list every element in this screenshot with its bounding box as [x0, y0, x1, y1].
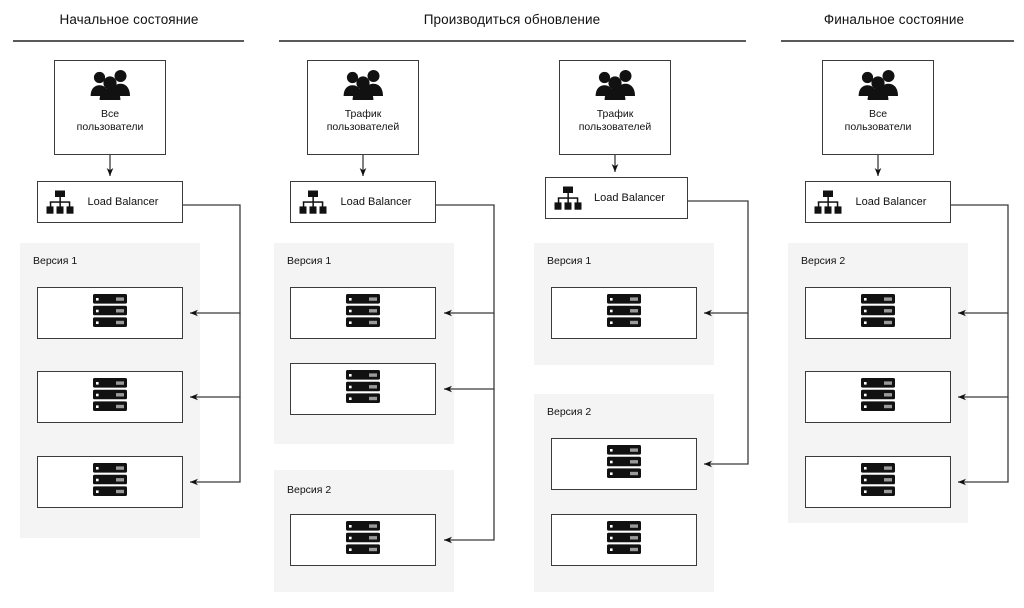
server-stack-icon [607, 521, 641, 559]
server-node-c4-g0-0[interactable] [805, 287, 951, 339]
users-node-update-b[interactable]: Трафик пользователей [559, 60, 671, 155]
load-balancer-label: Load Balancer [855, 196, 927, 208]
server-node-c2-g0-1[interactable] [290, 363, 436, 415]
server-stack-icon [861, 463, 895, 501]
load-balancer-icon [554, 186, 582, 211]
load-balancer-icon [299, 190, 327, 215]
version-group-label-c1-g0: Версия 1 [33, 255, 78, 267]
version-group-label-c2-g0: Версия 1 [287, 255, 332, 267]
server-stack-icon [861, 294, 895, 332]
users-node-update-a[interactable]: Трафик пользователей [307, 60, 419, 155]
load-balancer-node-initial-state[interactable]: Load Balancer [37, 181, 183, 223]
users-label-line1: Трафик [596, 108, 634, 120]
users-group-icon [89, 70, 131, 105]
server-node-c4-g0-1[interactable] [805, 371, 951, 423]
server-stack-icon [607, 294, 641, 332]
server-stack-icon [346, 521, 380, 559]
load-balancer-node-update-b[interactable]: Load Balancer [545, 177, 688, 219]
users-node-label: Все пользователи [77, 108, 144, 133]
version-group-label-c2-g1: Версия 2 [287, 484, 332, 496]
users-label-line1: Все [868, 108, 888, 120]
server-node-c3-g1-0[interactable] [551, 438, 697, 490]
users-group-icon [594, 70, 636, 105]
users-node-initial-state[interactable]: Все пользователи [54, 60, 166, 155]
server-stack-icon [607, 445, 641, 483]
users-label-line1: Трафик [344, 108, 382, 120]
users-label-line2: пользователи [76, 120, 144, 133]
server-stack-icon [346, 370, 380, 408]
users-node-label: Трафик пользователей [579, 108, 652, 133]
load-balancer-icon [814, 190, 842, 215]
users-group-icon [857, 70, 899, 105]
load-balancer-label: Load Balancer [87, 196, 159, 208]
column-title-update-in-progress: Производиться обновление [423, 12, 601, 27]
server-stack-icon [93, 294, 127, 332]
version-group-label-c4-g0: Версия 2 [801, 255, 846, 267]
version-group-label-c3-g0: Версия 1 [547, 255, 592, 267]
server-stack-icon [346, 294, 380, 332]
users-label-line2: пользователи [844, 120, 912, 133]
load-balancer-node-update-a[interactable]: Load Balancer [290, 181, 436, 223]
load-balancer-label: Load Balancer [594, 192, 665, 204]
server-node-c2-g0-0[interactable] [290, 287, 436, 339]
server-node-c1-g0-0[interactable] [37, 287, 183, 339]
column-title-final-state: Финальное состояние [823, 12, 965, 27]
server-node-c1-g0-1[interactable] [37, 371, 183, 423]
server-node-c4-g0-2[interactable] [805, 456, 951, 508]
column-rule-initial-state [13, 40, 244, 42]
users-label-line2: пользователей [326, 120, 400, 133]
load-balancer-label: Load Balancer [340, 196, 412, 208]
users-label-line2: пользователей [578, 120, 652, 133]
users-node-final-state[interactable]: Все пользователи [822, 60, 934, 155]
load-balancer-node-final-state[interactable]: Load Balancer [805, 181, 951, 223]
column-rule-final-state [781, 40, 1014, 42]
users-node-label: Все пользователи [845, 108, 912, 133]
version-group-label-c3-g1: Версия 2 [547, 406, 592, 418]
server-node-c2-g1-0[interactable] [290, 514, 436, 566]
column-rule-update-in-progress [279, 40, 746, 42]
server-stack-icon [93, 378, 127, 416]
users-group-icon [342, 70, 384, 105]
column-title-initial-state: Начальное состояние [59, 12, 199, 27]
server-node-c3-g0-0[interactable] [551, 287, 697, 339]
load-balancer-icon [46, 190, 74, 215]
users-label-line1: Все [100, 108, 120, 120]
server-stack-icon [93, 463, 127, 501]
server-stack-icon [861, 378, 895, 416]
server-node-c1-g0-2[interactable] [37, 456, 183, 508]
users-node-label: Трафик пользователей [327, 108, 400, 133]
server-node-c3-g1-1[interactable] [551, 514, 697, 566]
